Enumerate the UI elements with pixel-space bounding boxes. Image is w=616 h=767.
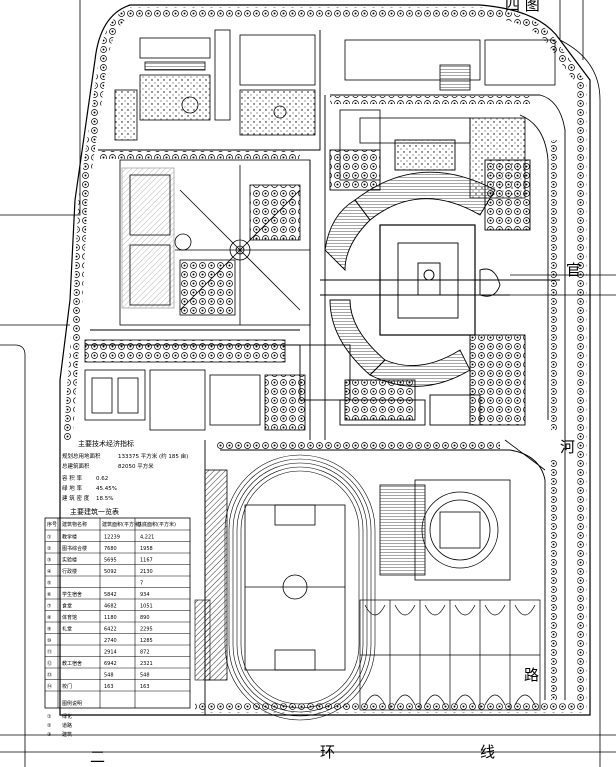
table-cell-row-number: ⑤ — [47, 581, 51, 587]
table-cell-row-area: 548 — [104, 673, 114, 679]
table-cell-row-number: ⑬ — [47, 672, 52, 679]
table-cell-row-name: 实验楼 — [62, 557, 77, 564]
road-label-east-4: 线 — [480, 743, 495, 761]
table-cell-row-base: 934 — [140, 592, 150, 598]
northwest-buildings — [114, 29, 316, 141]
road-label-east-1: 官 — [566, 261, 581, 279]
table-cell-row-number: ③ — [47, 558, 51, 564]
table-cell-row-number: ⑧ — [47, 615, 52, 621]
table-cell-row-name: 教学楼 — [62, 534, 77, 541]
legend-label: 道路 — [62, 722, 72, 729]
road-label-east-2: 河 — [560, 438, 575, 456]
legend-rows: ① 绿化 ② 道路 ③ 建筑 — [47, 713, 72, 738]
road-label-east-3: 路 — [524, 666, 539, 684]
table-cell-row-area: 5092 — [104, 569, 117, 575]
legend-label: 绿化 — [62, 713, 72, 720]
stats-value: 18.5% — [96, 496, 113, 502]
table-cell-row-number: ⑫ — [47, 660, 52, 667]
boundary-tree-belt — [63, 7, 587, 713]
table-cell-row-area: 6422 — [104, 627, 117, 633]
stats-value: 133375 平方米 (约 185 亩) — [118, 452, 188, 460]
table-cell-row-base: 7 — [140, 581, 143, 587]
table-cell-row-base: 872 — [140, 650, 150, 656]
table-header: 建筑物名称 — [62, 521, 87, 528]
gymnasium — [379, 479, 511, 581]
table-cell-row-name: 教工宿舍 — [62, 660, 82, 667]
table-cell-row-name: 图书综合楼 — [62, 545, 87, 552]
table-cell-row-area: 5695 — [104, 558, 117, 564]
stats-row: 绿 地 率 — [62, 484, 82, 492]
table-cell-row-area: 7680 — [104, 546, 117, 552]
table-cell-row-name: 学生宿舍 — [62, 591, 82, 598]
stadium — [194, 454, 376, 721]
stats-row: 建 筑 密 度 — [62, 494, 90, 502]
table-cell-row-name: 行政楼 — [62, 568, 77, 575]
road-label-north: 四 图 — [505, 0, 540, 14]
table-header: 序号 — [47, 521, 57, 528]
stats-row: 容 积 率 — [62, 474, 82, 482]
stats-row: 总建筑面积 — [62, 462, 90, 470]
table-cell-row-name: 食堂 — [62, 603, 72, 610]
table-cell-row-name: 体育馆 — [62, 614, 77, 621]
basketball-courts — [359, 599, 541, 711]
table-cell-row-base: 163 — [140, 684, 150, 690]
table-title: 主要建筑一览表 — [70, 507, 119, 516]
table-cell-row-base: 1285 — [140, 638, 153, 644]
table-cell-row-number: ⑨ — [47, 627, 51, 633]
table-cell-row-area: 163 — [104, 684, 114, 690]
legend-number: ② — [47, 723, 52, 729]
table-header: 基底面积(平方米) — [137, 521, 176, 528]
table-header: 建筑面积(平方米) — [102, 521, 141, 528]
table-cell-row-area: 1180 — [104, 615, 117, 621]
table-cell-row-area: 2914 — [104, 650, 117, 656]
table-cell-row-number: ⑥ — [47, 592, 52, 598]
legend-label: 建筑 — [62, 731, 72, 738]
table-cell-row-area: 4682 — [104, 604, 117, 610]
table-cell-row-base: 4,221 — [140, 535, 154, 541]
road-label-south-1: 二 — [90, 748, 105, 766]
table-cell-row-number: ⑦ — [47, 604, 52, 610]
legend-number: ① — [47, 714, 52, 720]
table-cell-row-base: 1051 — [140, 604, 153, 610]
table-cell-row-base: 890 — [140, 615, 150, 621]
table-cell-row-base: 2295 — [140, 627, 153, 633]
stats-title: 主要技术经济指标 — [78, 439, 134, 448]
road-labels: 四 图 官 河 路 线 二 环 — [90, 0, 581, 766]
table-cell-row-name: 校门 — [62, 683, 72, 690]
table-cell-row-number: ⑭ — [47, 683, 52, 690]
table-cell-row-base: 1958 — [140, 546, 153, 552]
table-cell-row-number: ④ — [47, 569, 52, 575]
stats-value: 82050 平方米 — [118, 462, 154, 470]
table-cell-row-area: 2740 — [104, 638, 117, 644]
table-rows: ① 教学楼 12239 4,221 ② 图书综合楼 7680 1958 ③ 实验楼 5695 1167… — [45, 534, 190, 692]
table-cell-row-base: 1167 — [140, 558, 153, 564]
stats-row: 规划总用地面积 — [62, 452, 101, 460]
west-plaza — [119, 159, 311, 326]
building-table: 主要建筑一览表 序号 建筑物名称 建筑面积(平方米) 基底面积(平方米) ① 教学… — [44, 507, 191, 709]
table-cell-row-number: ② — [47, 546, 52, 552]
stats-value: 45.45% — [96, 486, 117, 492]
table-cell-row-area: 5842 — [104, 592, 117, 598]
table-cell-row-name: 礼堂 — [62, 626, 72, 633]
legend-title: 图例说明 — [62, 700, 82, 707]
site-boundary — [59, 4, 591, 716]
table-cell-row-area: 12239 — [104, 535, 120, 541]
stats-block: 主要技术经济指标 规划总用地面积 133375 平方米 (约 185 亩) 总建… — [62, 439, 188, 502]
road-label-south-2: 环 — [320, 743, 335, 761]
legend-number: ③ — [47, 732, 51, 738]
table-cell-row-area: 6942 — [104, 661, 117, 667]
street-trees — [100, 96, 559, 700]
stats-value: 0.62 — [96, 476, 108, 482]
west-courts — [84, 339, 306, 431]
table-cell-row-base: 2321 — [140, 661, 153, 667]
table-cell-row-number: ⑪ — [47, 649, 52, 656]
table-cell-row-base: 548 — [140, 673, 150, 679]
table-cell-row-number: ⑩ — [47, 638, 52, 644]
table-cell-row-number: ① — [47, 535, 52, 541]
table-cell-row-base: 2130 — [140, 569, 153, 575]
main-teaching-complex — [299, 139, 531, 426]
